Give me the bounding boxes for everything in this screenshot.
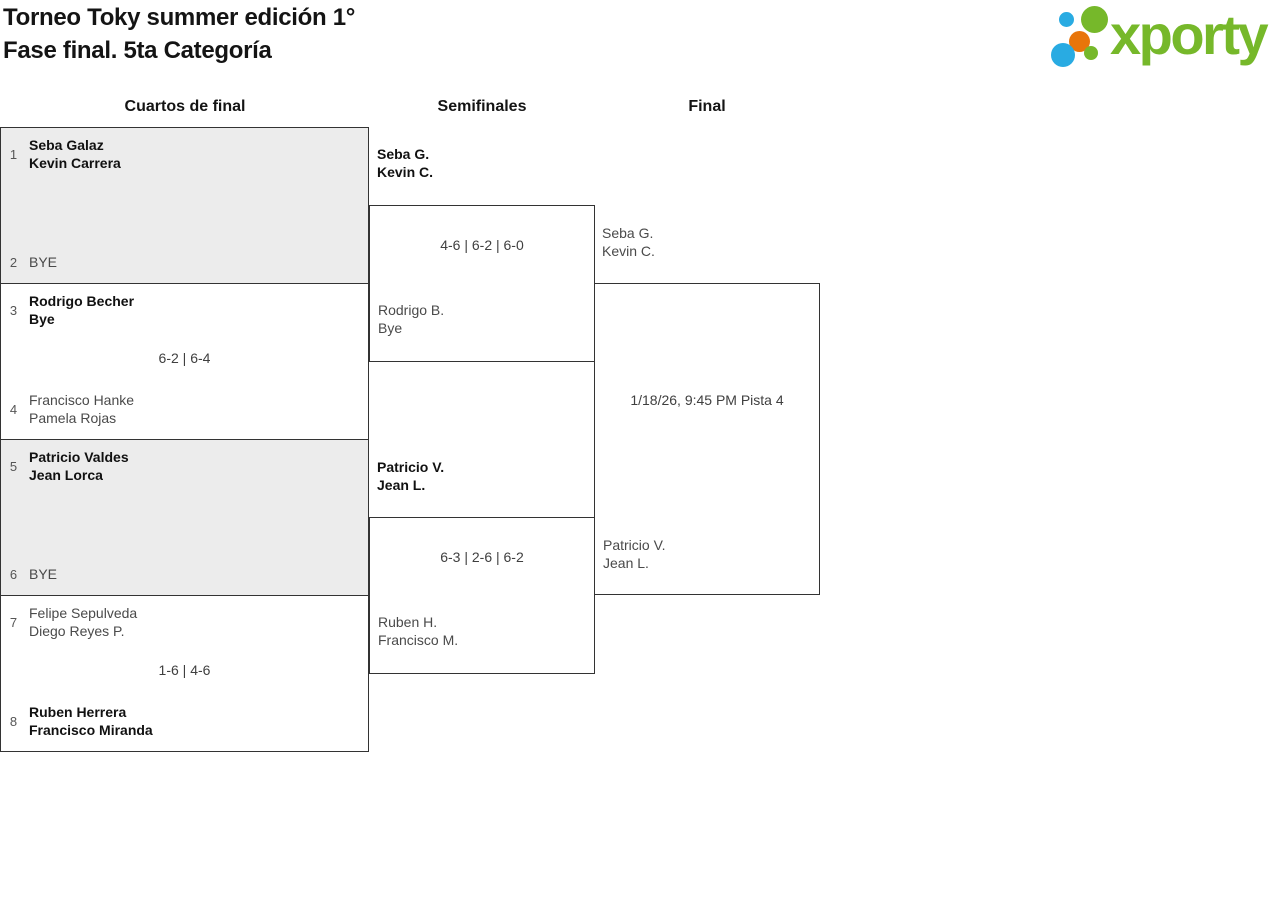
match-score: 6-2 | 6-4: [158, 350, 211, 366]
participant-row: 4 Francisco Hanke Pamela Rojas: [6, 391, 362, 427]
qf-match-4[interactable]: 7 Felipe Sepulveda Diego Reyes P. 1-6 | …: [0, 595, 369, 752]
tournament-subtitle: Fase final. 5ta Categoría: [3, 37, 272, 64]
participant-row: 1 Seba Galaz Kevin Carrera: [6, 136, 362, 172]
qf-match-3[interactable]: 5 Patricio Valdes Jean Lorca 6 BYE: [0, 439, 369, 596]
team-name: Patricio Valdes Jean Lorca: [29, 449, 129, 483]
match-score: 4-6 | 6-2 | 6-0: [440, 237, 524, 253]
logo-dot-blue-small-icon: [1059, 12, 1074, 27]
logo-dot-green-small-icon: [1084, 46, 1098, 60]
round-header-cuartos: Cuartos de final: [124, 98, 246, 115]
match-score: 6-3 | 2-6 | 6-2: [440, 549, 524, 565]
participant-row: 3 Rodrigo Becher Bye: [6, 292, 362, 328]
tournament-title: Torneo Toky summer edición 1°: [3, 4, 356, 31]
team-name: Francisco Hanke Pamela Rojas: [29, 392, 135, 426]
participant-row: 2 BYE: [6, 253, 362, 271]
final-schedule: 1/18/26, 9:45 PM Pista 4: [630, 392, 784, 408]
sf-match-1[interactable]: 4-6 | 6-2 | 6-0 Rodrigo B. Bye: [369, 205, 595, 362]
seed-number: 8: [9, 713, 18, 729]
sf2-bottom-team-label: Ruben H. Francisco M.: [378, 614, 459, 648]
xporty-wordmark: xporty: [1110, 3, 1269, 66]
team-name: BYE: [29, 254, 58, 270]
qf-match-1[interactable]: 1 Seba Galaz Kevin Carrera 2 BYE: [0, 127, 369, 284]
final-top-team-label: Seba G. Kevin C.: [602, 225, 655, 259]
participant-row: 6 BYE: [6, 565, 362, 583]
team-name: BYE: [29, 566, 58, 582]
logo-dot-orange-icon: [1069, 31, 1090, 52]
sf1-bottom-team-label: Rodrigo B. Bye: [378, 302, 445, 336]
final-match[interactable]: 1/18/26, 9:45 PM Pista 4 Patricio V. Jea…: [594, 283, 820, 595]
seed-number: 5: [9, 458, 18, 474]
participant-row: 5 Patricio Valdes Jean Lorca: [6, 448, 362, 484]
participant-row: 7 Felipe Sepulveda Diego Reyes P.: [6, 604, 362, 640]
tournament-title-block: Torneo Toky summer edición 1° Fase final…: [3, 1, 355, 67]
seed-number: 6: [9, 566, 18, 582]
qf-match-2[interactable]: 3 Rodrigo Becher Bye 6-2 | 6-4 4 Francis…: [0, 283, 369, 440]
seed-number: 3: [9, 302, 18, 318]
seed-number: 7: [9, 614, 18, 630]
team-name: Felipe Sepulveda Diego Reyes P.: [29, 605, 138, 639]
match-score: 1-6 | 4-6: [158, 662, 211, 678]
logo-dot-green-large-icon: [1081, 6, 1108, 33]
team-name: Rodrigo Becher Bye: [29, 293, 135, 327]
sf-match-2[interactable]: 6-3 | 2-6 | 6-2 Ruben H. Francisco M.: [369, 517, 595, 674]
logo-dot-blue-large-icon: [1051, 43, 1075, 67]
team-name: Seba Galaz Kevin Carrera: [29, 137, 121, 171]
seed-number: 4: [9, 401, 18, 417]
seed-number: 1: [9, 146, 18, 162]
participant-row: 8 Ruben Herrera Francisco Miranda: [6, 703, 362, 739]
round-header-semifinales: Semifinales: [437, 98, 527, 115]
final-bottom-team-label: Patricio V. Jean L.: [603, 537, 666, 571]
team-name: Ruben Herrera Francisco Miranda: [29, 704, 153, 738]
round-header-final: Final: [688, 98, 726, 115]
sf2-top-team-label: Patricio V. Jean L.: [377, 459, 445, 493]
xporty-logo[interactable]: xporty: [1050, 0, 1280, 78]
seed-number: 2: [9, 254, 18, 270]
sf1-top-team-label: Seba G. Kevin C.: [377, 146, 434, 180]
